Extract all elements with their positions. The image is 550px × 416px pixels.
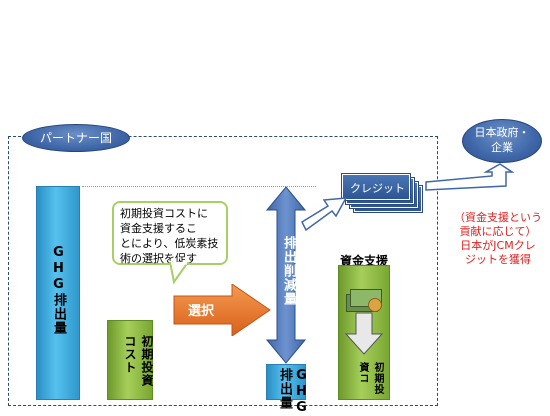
credit-to-japan-arrow (425, 163, 514, 191)
initial-cost-small-label: 初期投資コ (357, 362, 383, 395)
money-icon (346, 286, 382, 312)
selection-label: 選択 (188, 304, 215, 319)
fund-support-label: 資金支援 (340, 254, 389, 268)
emission-reduction-label: 排出削減量 (281, 236, 296, 306)
callout-text: 初期投資コストに 資金支援するこ とにより、低炭素技 術の選択を促す (120, 207, 219, 265)
fund-support-down-arrow (344, 312, 384, 355)
baseline-dotted-line (82, 186, 316, 187)
partner-country-label: パートナー国 (22, 124, 130, 152)
japan-government-label: 日本政府・ 企業 (462, 119, 542, 163)
credit-card: クレジット (342, 174, 410, 200)
ghg-emissions-label: GHG排出量 (51, 245, 66, 335)
ghg-emissions-after-label: GHG排出量 (277, 368, 309, 416)
ghg-emissions-bar: GHG排出量 (36, 186, 80, 400)
ghg-emissions-after-bar: GHG排出量 (266, 364, 309, 416)
partner-country-text: パートナー国 (39, 130, 112, 145)
emission-reduction-arrow (266, 186, 306, 364)
reduction-to-credit-arrow (301, 197, 348, 232)
callout-box: 初期投資コストに 資金支援するこ とにより、低炭素技 術の選択を促す (112, 201, 228, 265)
credit-label: クレジット (350, 182, 405, 195)
initial-cost-label: 初期投資コスト (123, 335, 154, 387)
selection-arrow (173, 284, 271, 336)
jcm-credit-note: （資金支援という 貢献に応じて） 日本がJCMクレ ジットを獲得 (454, 211, 542, 266)
japan-government-text: 日本政府・ 企業 (474, 126, 530, 154)
initial-cost-bar: 初期投資コスト (107, 320, 154, 400)
callout-tail (168, 262, 190, 285)
